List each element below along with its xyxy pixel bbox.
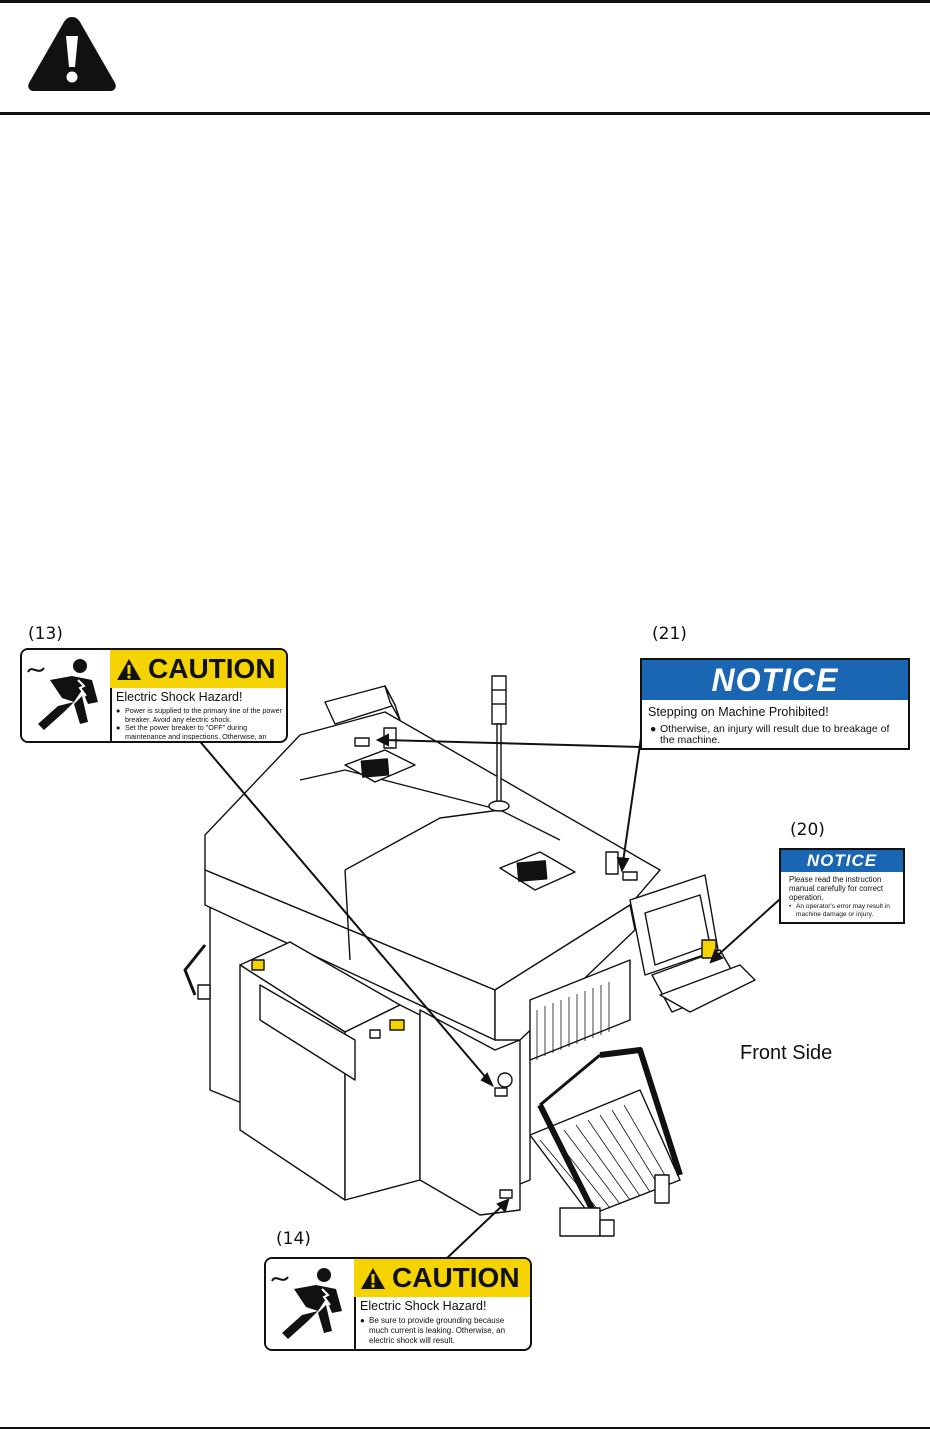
notice-bullet-text: An operator's error may result in machin… bbox=[796, 903, 890, 918]
notice-heading: NOTICE bbox=[781, 850, 903, 872]
caution-heading: CAUTION bbox=[354, 1259, 530, 1297]
notice-heading: NOTICE bbox=[642, 660, 908, 700]
caution-label-14: CAUTION Electric Shock Hazard! Be sure t… bbox=[264, 1257, 532, 1351]
callout-21: (21) bbox=[652, 624, 687, 644]
notice-text: Please read the instruction manual caref… bbox=[789, 875, 884, 902]
callout-14: (14) bbox=[276, 1229, 311, 1249]
notice-label-21: NOTICE Stepping on Machine Prohibited! ●… bbox=[640, 658, 910, 750]
caution-subtitle: Electric Shock Hazard! bbox=[116, 690, 243, 704]
caution-bullet: Power is supplied to the primary line of… bbox=[116, 706, 282, 724]
callout-13: (13) bbox=[28, 624, 63, 644]
caution-heading-text: CAUTION bbox=[392, 1262, 520, 1293]
caution-heading-text: CAUTION bbox=[148, 653, 276, 684]
bottom-rule bbox=[0, 1427, 930, 1429]
caution-triangle-icon bbox=[117, 658, 141, 680]
notice-bullet: ●Otherwise, an injury will result due to… bbox=[650, 723, 890, 746]
front-side-label: Front Side bbox=[740, 1042, 833, 1064]
notice-subtitle: Stepping on Machine Prohibited! bbox=[648, 705, 829, 719]
caution-bullet: Be sure to provide grounding because muc… bbox=[360, 1316, 524, 1346]
notice-bullet-text: Otherwise, an injury will result due to … bbox=[660, 723, 890, 746]
caution-triangle-icon bbox=[361, 1267, 385, 1289]
caution-bullet: Set the power breaker to "OFF" during ma… bbox=[116, 723, 282, 741]
electric-shock-icon bbox=[22, 650, 112, 741]
header-rule bbox=[0, 112, 930, 115]
notice-label-20: NOTICE Please read the instruction manua… bbox=[779, 848, 905, 924]
caution-subtitle: Electric Shock Hazard! bbox=[360, 1299, 487, 1313]
top-rule bbox=[0, 0, 930, 3]
electric-shock-icon bbox=[266, 1259, 356, 1349]
caution-heading: CAUTION bbox=[110, 650, 286, 688]
caution-bullets: Power is supplied to the primary line of… bbox=[116, 706, 282, 741]
warning-triangle-icon bbox=[28, 17, 116, 91]
caution-bullets: Be sure to provide grounding because muc… bbox=[360, 1316, 524, 1346]
caution-label-13: CAUTION Electric Shock Hazard! Power is … bbox=[20, 648, 288, 743]
notice-bullet: •An operator's error may result in machi… bbox=[789, 903, 890, 918]
callout-20: (20) bbox=[790, 820, 825, 840]
